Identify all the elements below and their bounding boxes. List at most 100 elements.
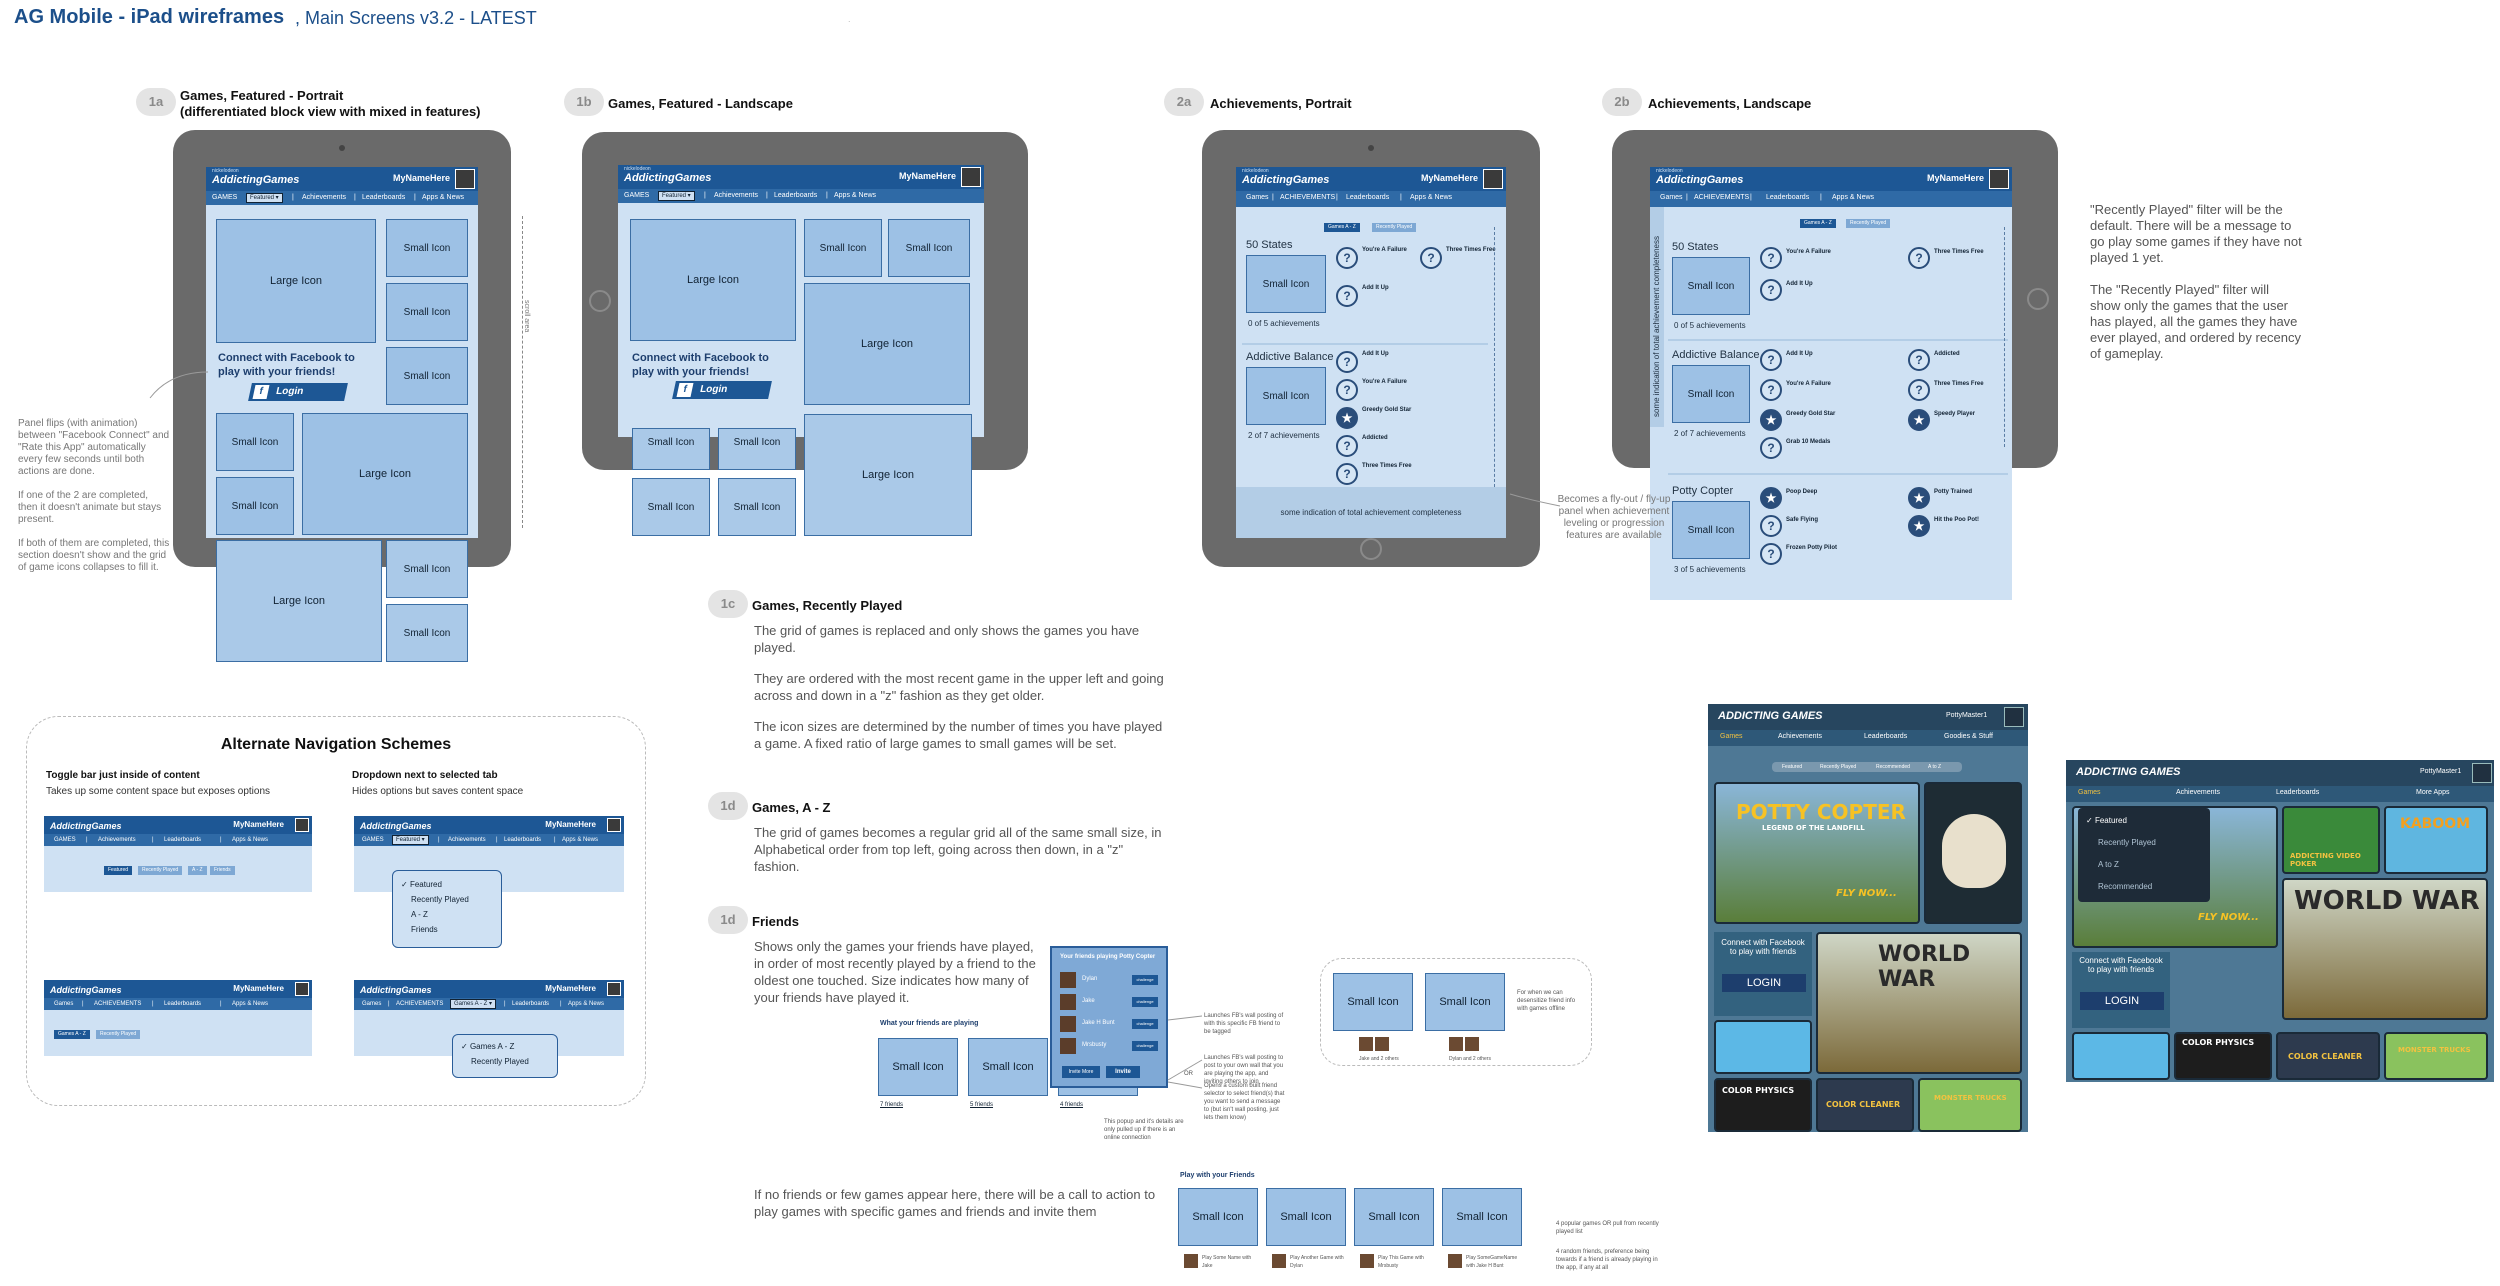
game-tile-large[interactable]: Large Icon — [630, 219, 796, 341]
nav-achievements[interactable]: ACHIEVEMENTS — [1280, 194, 1336, 201]
user-name[interactable]: MyNameHere — [545, 984, 596, 993]
dropdown-option-recent[interactable]: Recently Played — [411, 895, 469, 904]
filter-dropdown[interactable]: Featured ▾ — [658, 191, 695, 201]
tab-games-az[interactable]: Games A - Z — [1324, 223, 1360, 232]
avatar[interactable] — [455, 169, 475, 189]
game-tile-small[interactable]: Small Icon — [386, 283, 468, 341]
nav-apps[interactable]: Apps & News — [1410, 194, 1453, 201]
app-logo[interactable]: AddictingGames — [50, 821, 122, 831]
nav-games[interactable]: Games — [1660, 194, 1683, 201]
game-tile-small-overflow[interactable]: Small Icon — [386, 540, 468, 598]
tab-recently-played[interactable]: Recently Played — [1372, 223, 1417, 232]
friend-game-tile[interactable]: Small Icon — [968, 1038, 1048, 1096]
scrollbar[interactable] — [2004, 227, 2009, 447]
filter-dropdown[interactable]: Featured ▾ — [392, 835, 429, 845]
nav-games[interactable]: Games — [1246, 194, 1269, 201]
nav-games[interactable]: GAMES — [54, 837, 76, 843]
game-tile-small[interactable]: Small Icon — [216, 477, 294, 535]
play-game-tile[interactable]: Small Icon — [1354, 1188, 1434, 1246]
nav-apps[interactable]: Apps & News — [568, 1001, 605, 1007]
toggle-pill-az[interactable]: A - Z — [188, 866, 207, 875]
nav-leaderboards[interactable]: Leaderboards — [164, 837, 202, 843]
nav-achievements[interactable]: ACHIEVEMENTS — [396, 1001, 444, 1007]
dropdown-option-featured[interactable]: ✓ Featured — [393, 877, 501, 892]
avatar[interactable] — [1989, 169, 2009, 189]
app-logo[interactable]: AddictingGames — [1242, 174, 1330, 186]
user-name[interactable]: MyNameHere — [233, 984, 284, 993]
app-logo[interactable]: AddictingGames — [212, 174, 300, 186]
game-tile-small[interactable]: Small Icon — [386, 347, 468, 405]
nav-leaderboards[interactable]: Leaderboards — [362, 194, 406, 201]
avatar[interactable] — [1483, 169, 1503, 189]
avatar[interactable] — [295, 982, 309, 996]
game-tile-small[interactable]: Small Icon — [804, 219, 882, 277]
tab-games-az[interactable]: Games A - Z — [1800, 219, 1836, 228]
play-game-tile[interactable]: Small Icon — [1442, 1188, 1522, 1246]
invite-button[interactable]: Invite — [1106, 1066, 1140, 1078]
play-invite-label[interactable]: Play Some Name with Jake — [1202, 1255, 1252, 1269]
play-invite-label[interactable]: Play Another Game with Dylan — [1290, 1255, 1344, 1269]
ach-game-tile[interactable]: Small Icon — [1672, 365, 1750, 423]
game-tile-large[interactable]: Large Icon — [216, 219, 376, 343]
play-game-tile[interactable]: Small Icon — [1266, 1188, 1346, 1246]
nav-leaderboards[interactable]: Leaderboards — [512, 1001, 550, 1007]
nav-leaderboards[interactable]: Leaderboards — [504, 837, 542, 843]
ach-game-tile[interactable]: Small Icon — [1246, 255, 1326, 313]
scrollbar[interactable] — [1494, 227, 1499, 487]
challenge-button[interactable]: challenge — [1132, 975, 1158, 985]
nav-apps[interactable]: Apps & News — [422, 194, 465, 201]
toggle-pill-featured[interactable]: Featured — [104, 866, 133, 875]
ach-game-tile[interactable]: Small Icon — [1246, 367, 1326, 425]
nav-leaderboards[interactable]: Leaderboards — [1766, 194, 1810, 201]
ach-game-tile[interactable]: Small Icon — [1672, 501, 1750, 559]
invite-more-button[interactable]: Invite More — [1062, 1066, 1100, 1078]
nav-leaderboards[interactable]: Leaderboards — [164, 1001, 202, 1007]
user-name[interactable]: MyNameHere — [545, 820, 596, 829]
app-logo[interactable]: AddictingGames — [360, 821, 432, 831]
app-logo[interactable]: AddictingGames — [50, 985, 122, 995]
game-tile-small-overflow[interactable]: Small Icon — [718, 478, 796, 536]
friend-game-tile[interactable]: Small Icon — [878, 1038, 958, 1096]
nav-leaderboards[interactable]: Leaderboards — [1346, 194, 1390, 201]
app-logo[interactable]: AddictingGames — [624, 172, 712, 184]
home-button[interactable] — [1360, 538, 1382, 560]
offline-game-tile[interactable]: Small Icon — [1425, 973, 1505, 1031]
dropdown-option-az[interactable]: A - Z — [411, 910, 428, 919]
play-game-tile[interactable]: Small Icon — [1178, 1188, 1258, 1246]
game-tile-large-overflow[interactable]: Large Icon — [216, 540, 382, 662]
dropdown-option-friends[interactable]: Friends — [411, 925, 438, 934]
app-logo[interactable]: AddictingGames — [360, 985, 432, 995]
filter-dropdown[interactable]: Games A - Z ▾ — [450, 999, 497, 1009]
user-name[interactable]: MyNameHere — [898, 171, 956, 181]
challenge-button[interactable]: challenge — [1132, 1019, 1158, 1029]
nav-achievements[interactable]: Achievements — [714, 192, 758, 199]
user-name[interactable]: MyNameHere — [1420, 173, 1478, 183]
friend-count-link[interactable]: 5 friends — [970, 1102, 994, 1108]
user-name[interactable]: MyNameHere — [392, 173, 450, 183]
game-tile-small-overflow[interactable]: Small Icon — [632, 478, 710, 536]
home-button[interactable] — [589, 290, 611, 312]
nav-achievements[interactable]: ACHIEVEMENTS — [94, 1001, 142, 1007]
nav-games[interactable]: GAMES — [624, 192, 650, 199]
avatar[interactable] — [295, 818, 309, 832]
nav-apps[interactable]: Apps & News — [834, 192, 877, 199]
friend-count-link[interactable]: 4 friends — [1060, 1102, 1084, 1108]
game-tile-small[interactable]: Small Icon — [888, 219, 970, 277]
game-tile-small[interactable]: Small Icon — [216, 413, 294, 471]
home-button[interactable] — [2027, 288, 2049, 310]
toggle-pill-friends[interactable]: Friends — [210, 866, 235, 875]
nav-games[interactable]: GAMES — [212, 194, 238, 201]
challenge-button[interactable]: challenge — [1132, 997, 1158, 1007]
filter-dropdown[interactable]: Featured ▾ — [246, 193, 283, 203]
game-tile-small-overflow[interactable]: Small Icon — [386, 604, 468, 662]
game-tile-large[interactable]: Large Icon — [302, 413, 468, 535]
tab-recently-played[interactable]: Recently Played — [1846, 219, 1891, 228]
dropdown-option-az[interactable]: ✓ Games A - Z — [453, 1039, 557, 1054]
ach-game-tile[interactable]: Small Icon — [1672, 257, 1750, 315]
user-name[interactable]: MyNameHere — [1926, 173, 1984, 183]
avatar[interactable] — [961, 167, 981, 187]
nav-games[interactable]: GAMES — [362, 837, 384, 843]
dropdown-option-recent[interactable]: Recently Played — [471, 1057, 529, 1066]
